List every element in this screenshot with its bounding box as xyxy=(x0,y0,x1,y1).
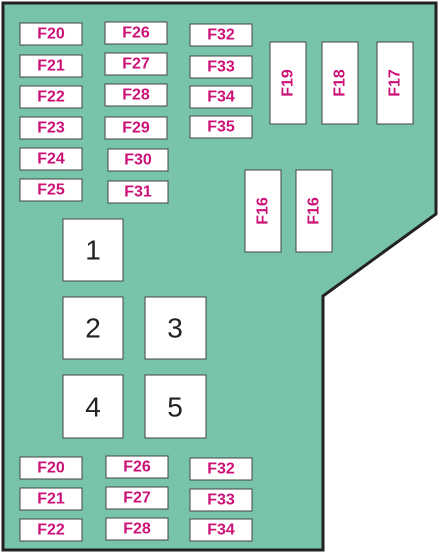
relay-label: 3 xyxy=(167,313,183,344)
fuse-label: F16 xyxy=(255,197,272,225)
fuse-f28-bottom: F28 xyxy=(105,517,169,541)
fuse-label: F24 xyxy=(37,151,65,168)
fuse-label: F22 xyxy=(37,522,65,539)
fuse-f35: F35 xyxy=(189,115,253,139)
fuse-f17: F17 xyxy=(376,41,414,125)
fuse-f30: F30 xyxy=(107,148,169,172)
fuse-label: F28 xyxy=(123,521,151,538)
fuse-f22-bottom: F22 xyxy=(19,518,83,542)
fuse-f34-top: F34 xyxy=(189,85,253,109)
fuse-label: F27 xyxy=(123,490,151,507)
fuse-f22-top: F22 xyxy=(19,85,83,109)
fuse-label: F32 xyxy=(207,461,235,478)
fuse-label: F22 xyxy=(37,89,65,106)
fuse-f20-top: F20 xyxy=(19,22,83,46)
fuse-f21-top: F21 xyxy=(19,54,83,78)
fuse-f29: F29 xyxy=(104,116,168,140)
fuse-f27-bottom: F27 xyxy=(105,486,169,510)
fuse-f27-top: F27 xyxy=(104,52,168,76)
fuse-label: F35 xyxy=(207,119,235,136)
fuse-label: F31 xyxy=(124,184,152,201)
fuse-f18: F18 xyxy=(321,41,359,125)
fuse-f31: F31 xyxy=(107,180,169,204)
fuse-label: F21 xyxy=(37,58,65,75)
relay-5: 5 xyxy=(144,374,207,439)
fuse-label: F34 xyxy=(207,522,235,539)
fuse-label: F27 xyxy=(122,56,150,73)
fuse-f33-bottom: F33 xyxy=(189,488,253,512)
fuse-f28-top: F28 xyxy=(104,83,168,107)
fuse-f16-right: F16 xyxy=(295,169,333,253)
fuse-label: F17 xyxy=(387,69,404,97)
fuse-f19: F19 xyxy=(269,41,307,125)
fuse-f16-left: F16 xyxy=(244,169,282,253)
fuse-f24: F24 xyxy=(19,147,83,171)
fuse-label: F33 xyxy=(207,492,235,509)
relay-label: 4 xyxy=(85,392,101,423)
fuse-label: F21 xyxy=(37,491,65,508)
fuse-label: F19 xyxy=(280,69,297,97)
fuse-f23: F23 xyxy=(19,116,83,140)
fuse-f25: F25 xyxy=(19,178,83,202)
relay-1: 1 xyxy=(62,218,124,282)
fuse-label: F20 xyxy=(37,460,65,477)
fuse-label: F25 xyxy=(37,182,65,199)
relay-2: 2 xyxy=(62,296,124,360)
fuse-label: F30 xyxy=(124,152,152,169)
fuse-label: F26 xyxy=(122,25,150,42)
fuse-label: F16 xyxy=(306,197,323,225)
fuse-label: F29 xyxy=(122,120,150,137)
fuse-f26-top: F26 xyxy=(104,21,168,45)
fuse-f26-bottom: F26 xyxy=(105,455,169,479)
fuse-label: F34 xyxy=(207,89,235,106)
fuse-label: F20 xyxy=(37,26,65,43)
fuse-label: F18 xyxy=(332,69,349,97)
relay-3: 3 xyxy=(144,296,207,360)
relay-label: 5 xyxy=(167,392,183,423)
fuse-f32-top: F32 xyxy=(189,23,253,47)
fuse-label: F32 xyxy=(207,27,235,44)
fuse-f20-bottom: F20 xyxy=(19,456,83,480)
fuse-label: F23 xyxy=(37,120,65,137)
relay-label: 2 xyxy=(85,313,101,344)
fuse-label: F26 xyxy=(123,459,151,476)
fuse-f21-bottom: F21 xyxy=(19,487,83,511)
relay-label: 1 xyxy=(85,235,101,266)
fuse-label: F28 xyxy=(122,87,150,104)
fuse-f33-top: F33 xyxy=(189,55,253,79)
fuse-f34-bottom: F34 xyxy=(189,518,253,542)
fuse-label: F33 xyxy=(207,59,235,76)
fuse-f32-bottom: F32 xyxy=(189,457,253,481)
relay-4: 4 xyxy=(62,374,124,439)
